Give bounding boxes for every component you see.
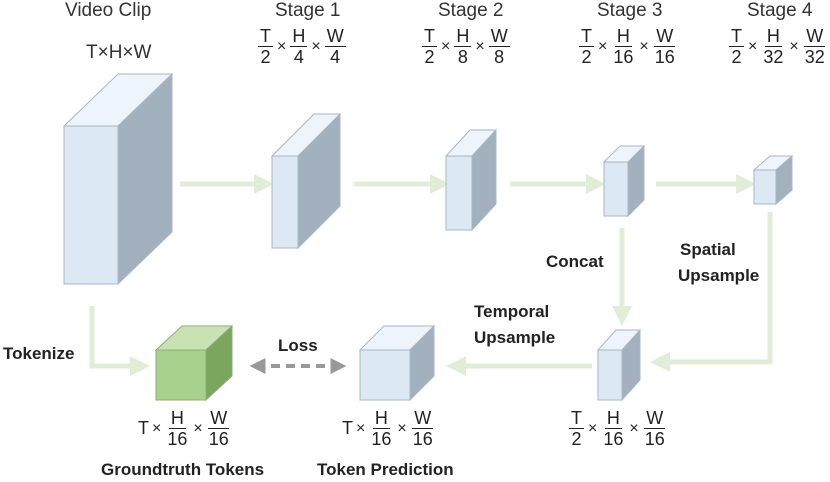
temporal-upsample-label-1: Temporal (474, 302, 550, 321)
token-prediction-label: Token Prediction (317, 460, 454, 479)
video-clip-dims: T×H×W (86, 42, 152, 63)
stage4-label: Stage 4 (747, 0, 813, 21)
stage3-block (602, 144, 646, 218)
stage3-label: Stage 3 (597, 0, 663, 21)
video-clip-block (62, 72, 174, 286)
groundtruth-tokens-label: Groundtruth Tokens (101, 460, 265, 479)
token-prediction-block (358, 324, 436, 402)
tokenize-label: Tokenize (3, 344, 75, 363)
upsampled-block (596, 328, 642, 402)
loss-label: Loss (278, 336, 318, 355)
stage1-block (270, 112, 342, 250)
flow-arrows (89, 174, 773, 376)
arrow-tokenize (89, 306, 150, 376)
groundtruth-tokens-block (154, 324, 234, 402)
temporal-upsample-label-2: Upsample (474, 328, 556, 347)
arrow-spatial-upsample (650, 212, 773, 372)
video-clip-label: Video Clip (65, 0, 152, 21)
spatial-upsample-label-2: Upsample (678, 266, 760, 285)
stage2-label: Stage 2 (438, 0, 504, 21)
stage4-block (752, 154, 794, 206)
stage2-block (444, 128, 498, 232)
spatial-upsample-label-1: Spatial (680, 240, 736, 259)
concat-label: Concat (546, 252, 604, 271)
stage1-label: Stage 1 (275, 0, 341, 21)
